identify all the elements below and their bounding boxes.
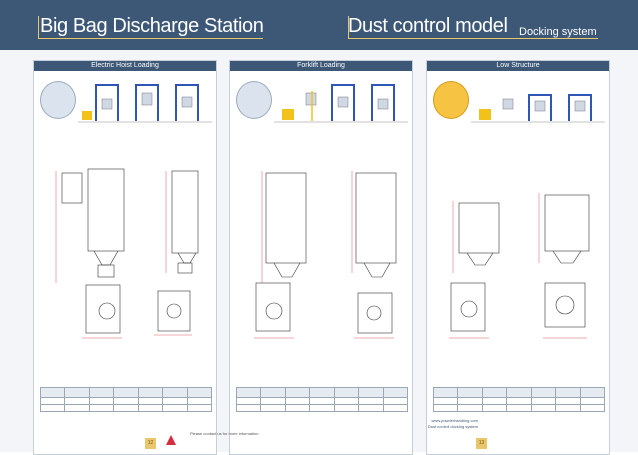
footer-website: www.powderhandling.com <box>431 418 478 423</box>
technical-drawing <box>449 193 590 339</box>
footer-info: www.powderhandling.com Dust control dock… <box>368 418 478 430</box>
panel-low-structure: Low Structure <box>426 60 610 455</box>
loading-stages-diagram <box>78 84 212 123</box>
technical-drawing <box>254 171 397 339</box>
header-underline-title <box>38 38 263 39</box>
footer-contact-text: Please contact us for more information <box>190 431 259 436</box>
header-rule-mid <box>348 16 349 39</box>
header-rule-left <box>38 16 39 39</box>
machine-photo <box>40 81 76 119</box>
spec-table <box>39 387 213 412</box>
header-underline-subtitle <box>348 38 598 39</box>
technical-drawing <box>55 168 199 339</box>
spec-table <box>235 387 409 412</box>
page-tag: Docking system <box>519 26 597 38</box>
page-header: Big Bag Discharge Station Dust control m… <box>0 0 638 50</box>
page-subtitle: Dust control model <box>348 15 508 37</box>
machine-photo <box>433 81 469 119</box>
page-number-right: 13 <box>476 438 487 449</box>
loading-stages-diagram <box>274 84 408 123</box>
page-title: Big Bag Discharge Station <box>40 15 264 37</box>
panel-title: Forklift Loading <box>230 61 412 71</box>
panel-title: Electric Hoist Loading <box>34 61 216 71</box>
panel-title: Low Structure <box>427 61 609 71</box>
spec-table <box>432 387 606 412</box>
footer-subtitle: Dust control docking system <box>427 424 478 429</box>
loading-stages-diagram <box>471 94 605 123</box>
panel-electric-hoist: Electric Hoist Loading <box>33 60 217 455</box>
panel-forklift: Forklift Loading <box>229 60 413 455</box>
brand-logo-icon <box>166 435 176 445</box>
machine-photo <box>236 81 272 119</box>
page-number-left: 12 <box>145 438 156 449</box>
